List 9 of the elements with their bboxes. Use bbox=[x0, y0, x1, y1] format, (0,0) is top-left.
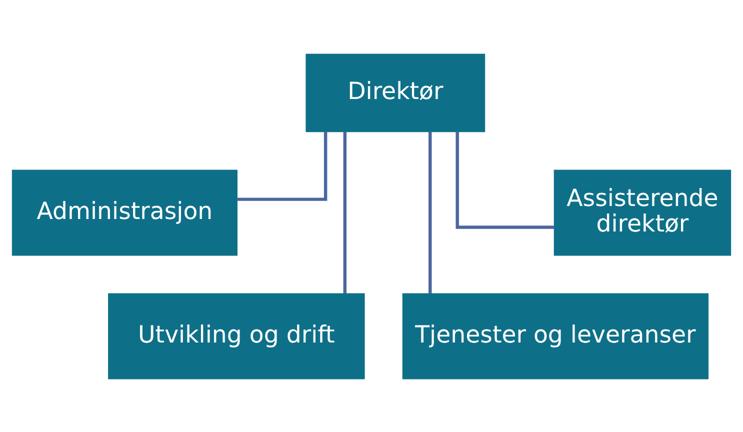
node-box: Tjenester og leveranser bbox=[402, 292, 709, 379]
node-box: Utvikling og drift bbox=[108, 292, 365, 379]
connector bbox=[456, 131, 554, 228]
node-box: Direktør bbox=[306, 53, 486, 132]
connector bbox=[343, 131, 347, 293]
connector bbox=[428, 131, 432, 293]
connector bbox=[237, 131, 328, 200]
node-box: Assisterende direktør bbox=[554, 169, 732, 256]
node-box: Administrasjon bbox=[12, 169, 238, 256]
